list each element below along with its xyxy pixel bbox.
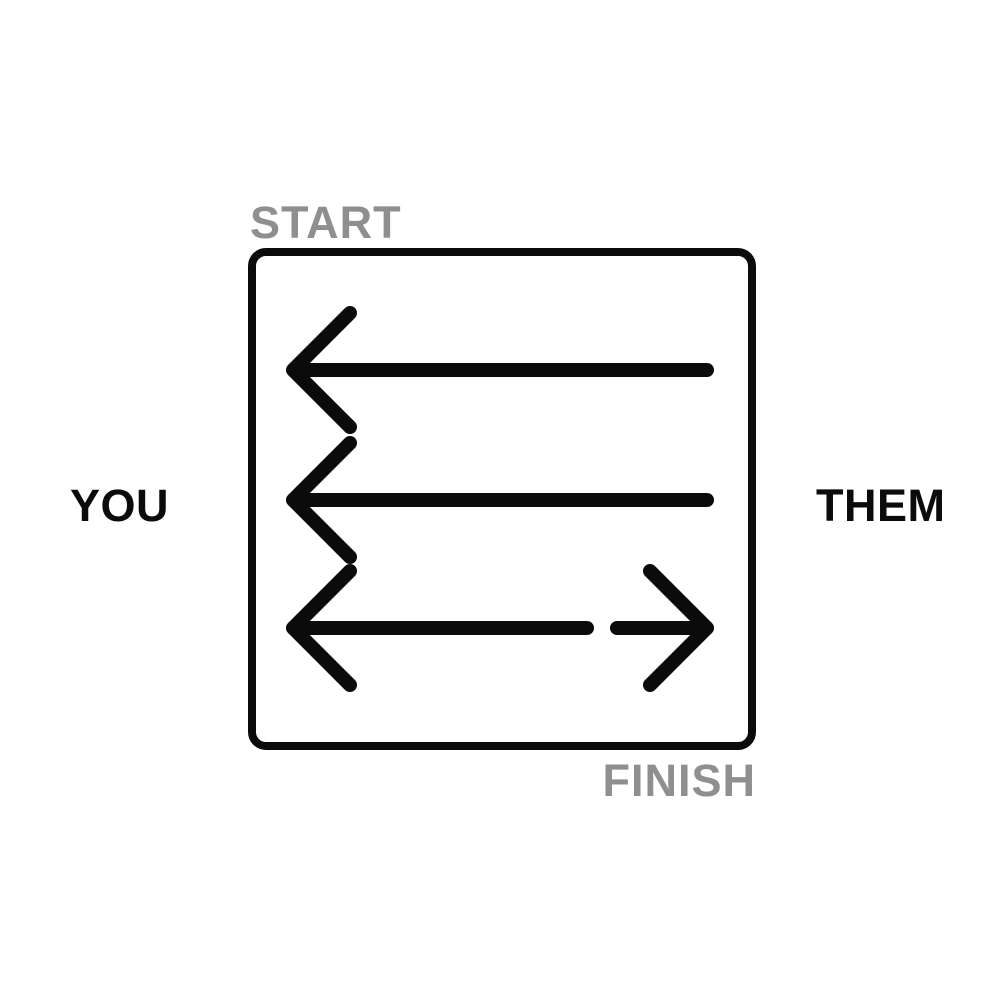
arrow-left-row-1	[286, 306, 714, 434]
you-label: YOU	[70, 480, 170, 531]
them-label: THEM	[816, 480, 946, 531]
flow-box	[248, 248, 756, 750]
arrow-right-row-3	[610, 564, 714, 692]
finish-label: FINISH	[602, 755, 756, 806]
arrow-left-row-2	[286, 436, 714, 564]
arrows-layer	[286, 306, 714, 692]
start-label: START	[250, 197, 402, 248]
arrow-left-row-3	[286, 564, 594, 692]
